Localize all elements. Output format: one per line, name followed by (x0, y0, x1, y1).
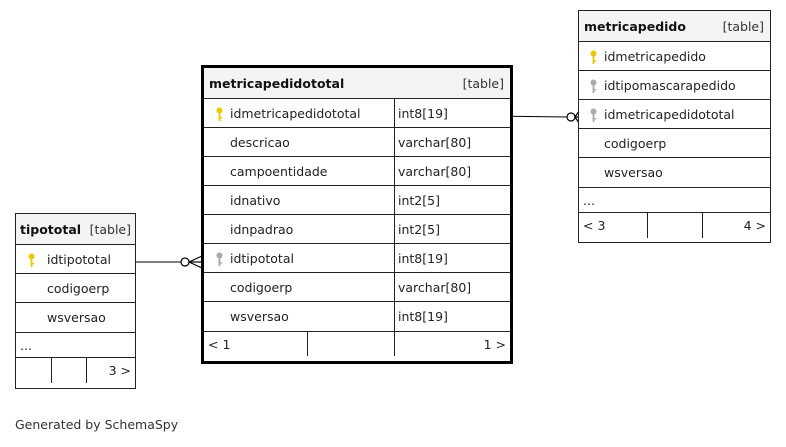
column-row[interactable]: campoentidade varchar[80] (204, 157, 510, 186)
table-footer: < 3 4 > (579, 213, 770, 238)
table-kind: [table] (722, 18, 764, 34)
more-columns-indicator: ... (16, 332, 135, 358)
column-name-cell: wsversao (16, 303, 135, 332)
footer-spacer (51, 358, 86, 383)
column-row[interactable]: idmetricapedidototal (579, 100, 770, 129)
column-list: idtipototal codigoerp wsversao (16, 245, 135, 332)
table-footer: 3 > (16, 358, 135, 383)
column-name-cell: idnativo (204, 186, 394, 214)
footer-spacer (647, 213, 702, 238)
column-name-cell: idtipototal (16, 245, 135, 273)
column-name: codigoerp (47, 280, 110, 296)
column-row[interactable]: wsversao int8[19] (204, 302, 510, 331)
column-name-cell: codigoerp (579, 129, 770, 157)
foreign-key-icon (590, 79, 597, 93)
column-name: idtipototal (230, 250, 294, 266)
table-metricapedido[interactable]: metricapedido [table] idmetricapedido idt… (578, 10, 771, 243)
column-name: idnativo (230, 192, 281, 208)
column-row[interactable]: idtipomascarapedido (579, 71, 770, 100)
column-name-cell: codigoerp (204, 273, 394, 301)
column-row[interactable]: wsversao (16, 303, 135, 332)
table-name: metricapedido (584, 18, 686, 34)
column-name-cell: idmetricapedido (579, 42, 770, 70)
table-name: metricapedidototal (209, 75, 345, 91)
column-name: codigoerp (230, 279, 293, 295)
table-kind: [table] (462, 75, 504, 91)
column-name: wsversao (604, 165, 663, 180)
column-name: idnpadrao (230, 221, 294, 237)
column-type-cell: int2[5] (394, 215, 510, 243)
table-header: metricapedidototal [table] (204, 68, 510, 99)
table-footer: < 1 1 > (204, 331, 510, 356)
table-name: tipototal (20, 221, 82, 237)
column-name: wsversao (230, 309, 289, 324)
column-list: idmetricapedidototal int8[19] descricao var… (204, 99, 510, 331)
column-type-cell: int8[19] (394, 302, 510, 331)
column-name-cell: idtipototal (204, 244, 394, 272)
column-type-cell: int8[19] (394, 99, 510, 127)
primary-key-icon (216, 107, 223, 121)
column-name-cell: idmetricapedidototal (579, 100, 770, 128)
column-name: codigoerp (604, 135, 667, 151)
column-name-cell: idnpadrao (204, 215, 394, 243)
column-name: idmetricapedidototal (604, 106, 735, 122)
generator-credit: Generated by SchemaSpy (15, 417, 179, 432)
column-name: wsversao (47, 310, 106, 325)
footer-children[interactable]: 4 > (702, 213, 770, 238)
column-row[interactable]: codigoerp (16, 274, 135, 303)
more-columns-indicator: ... (579, 187, 770, 213)
column-row[interactable]: idtipototal (16, 245, 135, 274)
column-row[interactable]: idmetricapedido (579, 42, 770, 71)
primary-key-icon (590, 50, 597, 64)
column-name: idtipomascarapedido (604, 77, 736, 93)
table-header: tipototal [table] (16, 214, 135, 245)
column-name-cell: campoentidade (204, 157, 394, 185)
column-name-cell: idmetricapedidototal (204, 99, 394, 127)
column-list: idmetricapedido idtipomascarapedido idmetr… (579, 42, 770, 187)
column-name-cell: idtipomascarapedido (579, 71, 770, 99)
footer-children[interactable]: 3 > (86, 358, 135, 383)
column-row[interactable]: codigoerp varchar[80] (204, 273, 510, 302)
footer-parents[interactable] (16, 358, 51, 383)
primary-key-icon (28, 253, 35, 267)
column-type-cell: varchar[80] (394, 128, 510, 156)
column-row[interactable]: idnpadrao int2[5] (204, 215, 510, 244)
foreign-key-icon (216, 252, 223, 266)
table-tipototal[interactable]: tipototal [table] idtipototal codigoerp ws… (15, 213, 136, 389)
column-row[interactable]: idmetricapedidototal int8[19] (204, 99, 510, 128)
footer-spacer (307, 332, 394, 356)
column-name: idmetricapedidototal (230, 105, 361, 121)
column-name-cell: wsversao (204, 302, 394, 331)
column-type-cell: varchar[80] (394, 157, 510, 185)
column-row[interactable]: codigoerp (579, 129, 770, 158)
column-row[interactable]: descricao varchar[80] (204, 128, 510, 157)
footer-children[interactable]: 1 > (394, 332, 510, 356)
column-name-cell: codigoerp (16, 274, 135, 302)
column-row[interactable]: wsversao (579, 158, 770, 187)
table-metricapedidototal[interactable]: metricapedidototal [table] idmetricapedi… (201, 65, 513, 364)
column-row[interactable]: idtipototal int8[19] (204, 244, 510, 273)
foreign-key-icon (590, 108, 597, 122)
column-name: idmetricapedido (604, 48, 706, 64)
footer-parents[interactable]: < 1 (208, 336, 231, 352)
column-type-cell: int8[19] (394, 244, 510, 272)
table-kind: [table] (89, 221, 131, 237)
column-type-cell: int2[5] (394, 186, 510, 214)
column-name-cell: descricao (204, 128, 394, 156)
column-name: descricao (230, 134, 290, 150)
column-row[interactable]: idnativo int2[5] (204, 186, 510, 215)
column-name-cell: wsversao (579, 158, 770, 187)
column-type-cell: varchar[80] (394, 273, 510, 301)
relation-metricapedidototal-to-tipototal (136, 255, 203, 269)
column-name: campoentidade (230, 163, 328, 179)
table-header: metricapedido [table] (579, 11, 770, 42)
column-name: idtipototal (47, 251, 111, 267)
footer-parents[interactable]: < 3 (583, 218, 606, 233)
